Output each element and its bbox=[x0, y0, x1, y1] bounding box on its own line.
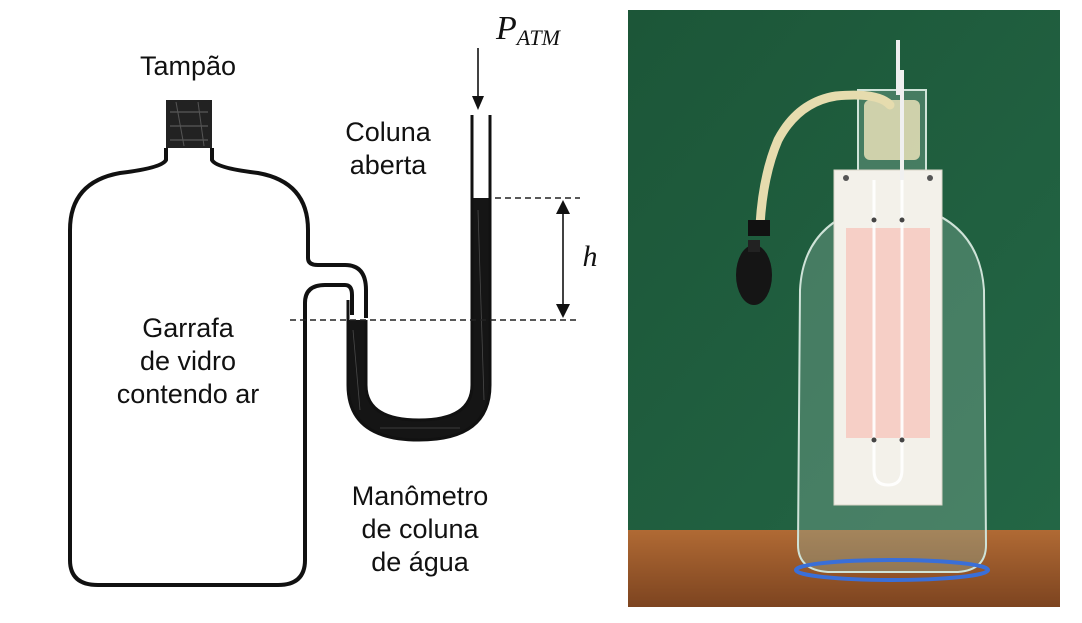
apparatus-photo bbox=[628, 10, 1060, 607]
bottle-base bbox=[794, 558, 990, 582]
rubber-tube bbox=[755, 90, 895, 230]
manometer-diagram bbox=[68, 48, 580, 587]
stopper bbox=[166, 100, 212, 148]
manometer-tube bbox=[346, 115, 492, 442]
manometer-water bbox=[348, 198, 490, 440]
manometer-label: Manômetro de coluna de água bbox=[351, 481, 489, 577]
pink-scale bbox=[846, 228, 930, 438]
patm-label: PATM bbox=[496, 10, 560, 50]
rubber-bulb bbox=[736, 245, 772, 305]
clip bbox=[748, 220, 770, 236]
open-column-label: Coluna aberta bbox=[345, 117, 431, 180]
patm-p: P bbox=[496, 10, 517, 47]
bottle-outline bbox=[68, 148, 368, 587]
photo-u-tube bbox=[872, 180, 904, 487]
h-symbol: h bbox=[582, 240, 598, 273]
patm-sub: ATM bbox=[516, 25, 560, 50]
cork bbox=[864, 100, 920, 160]
bottle-label: Garrafa de vidro contendo ar bbox=[116, 313, 260, 409]
stopper-label: Tampão bbox=[139, 51, 237, 81]
